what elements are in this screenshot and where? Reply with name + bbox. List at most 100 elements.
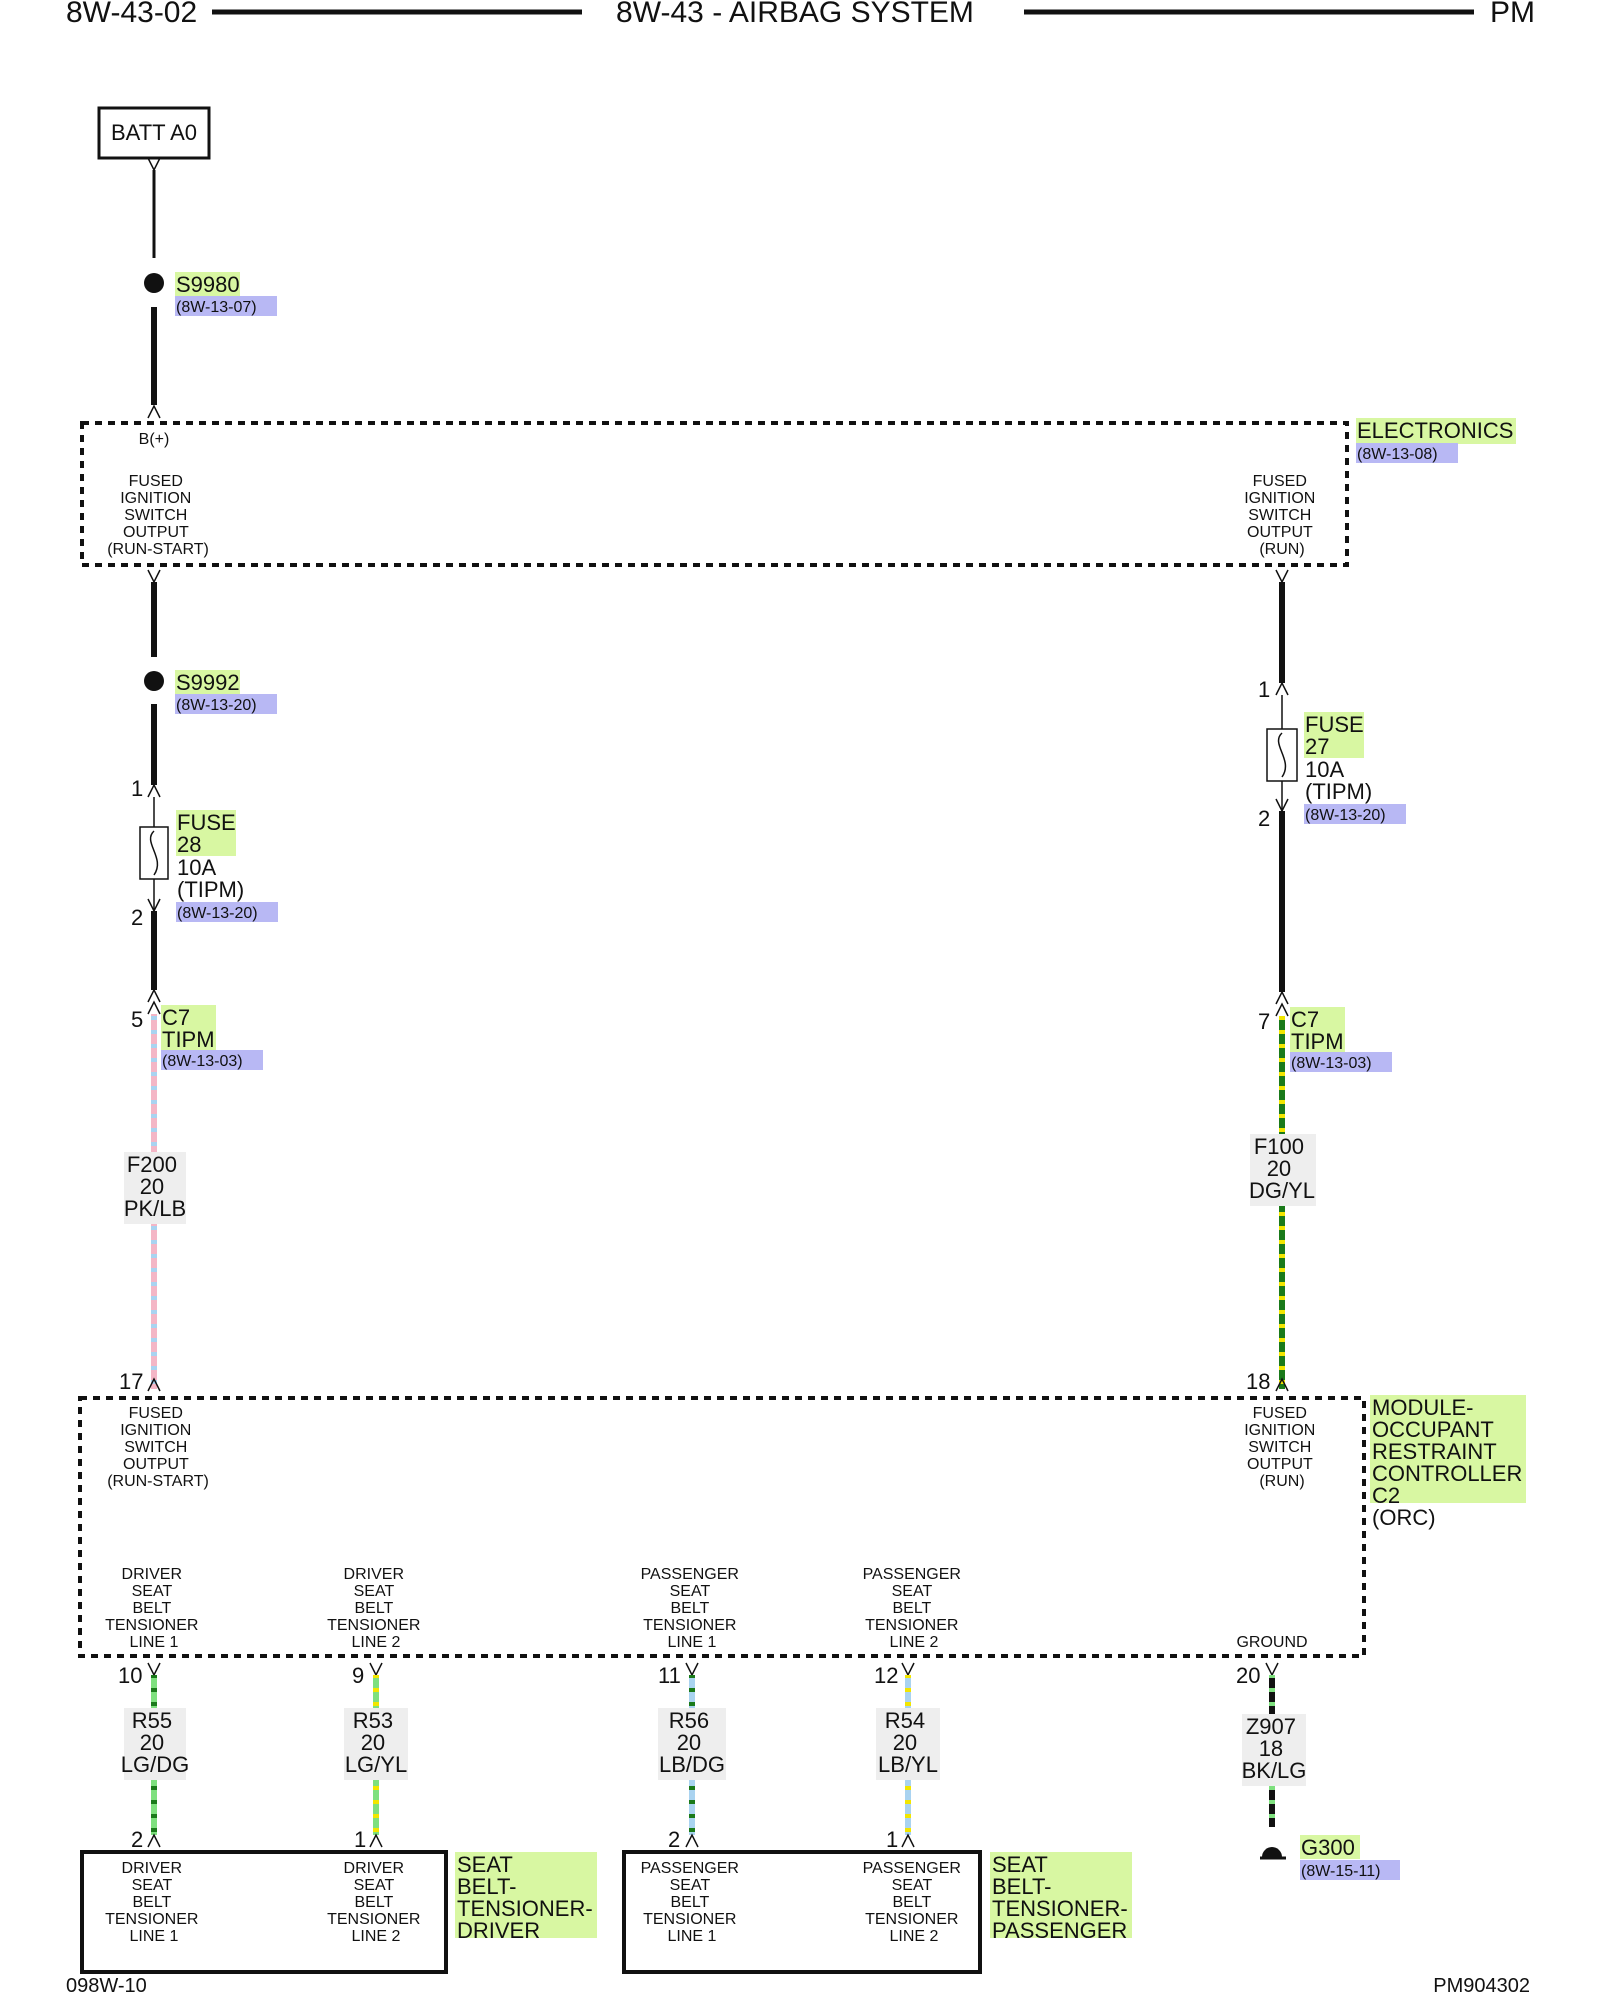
electronics-right-output: FUSED IGNITION SWITCH OUTPUT (RUN) [1244, 473, 1320, 558]
ground-g300: G300 (8W-15-11) [1260, 1835, 1400, 1880]
wire-label-r55-bg [124, 1708, 186, 1780]
connector-symbol [1275, 990, 1289, 1005]
connector-symbol [147, 988, 161, 1003]
ground-symbol-dome [1262, 1847, 1282, 1857]
ground-id: G300 [1301, 1835, 1355, 1860]
splice-s9992-id: S9992 [176, 670, 240, 695]
orc-name-highlight [1370, 1395, 1526, 1503]
page-header: 8W-43-02 8W-43 - AIRBAG SYSTEM PM [66, 0, 1535, 29]
orc-module: MODULE- OCCUPANT RESTRAINT CONTROLLER C2… [78, 1395, 1528, 1658]
header-right-code: PM [1490, 0, 1535, 29]
wire-label-r54-bg [876, 1708, 940, 1780]
c7-right-ref-highlight [1290, 1052, 1392, 1072]
electronics-left-output: FUSED IGNITION SWITCH OUTPUT (RUN-START) [107, 473, 209, 558]
passenger-pin-a: 2 [668, 1827, 680, 1852]
passenger-pin-b: 1 [886, 1827, 898, 1852]
fuse28-name: FUSE 28 [177, 810, 242, 857]
connector-symbol [369, 1833, 383, 1848]
fuse27-pin-in: 1 [1258, 677, 1270, 702]
fuse28-ref: (8W-13-20) [177, 905, 258, 922]
splice-id: S9980 [176, 272, 240, 297]
connector-symbol [901, 1833, 915, 1848]
fuse27-location: (TIPM) [1305, 779, 1372, 804]
wire-label-z907-bg [1242, 1714, 1306, 1786]
c7-right-ref: (8W-13-03) [1291, 1055, 1372, 1072]
orc-name: MODULE- OCCUPANT RESTRAINT CONTROLLER C2 [1372, 1395, 1528, 1508]
orc-pin-12: 12 [874, 1663, 898, 1688]
output-wire-r54: 12 R54 20 LB/YL [874, 1662, 940, 1835]
tensioner-driver: 2 1 DRIVER SEAT BELT TENSIONER LINE 1 DR… [80, 1827, 599, 1974]
splice-s9992-dot [144, 671, 164, 691]
splice-s9992-ref-highlight [175, 694, 277, 714]
fuse28-pin-in: 1 [131, 776, 143, 801]
right-branch: 1 2 FUSE 27 10A (TIPM) (8W-13-20) 7 C7 T… [1246, 569, 1406, 1394]
fuse27-ref: (8W-13-20) [1305, 807, 1386, 824]
connector-symbol [1275, 569, 1289, 584]
passenger-tensioner-line2-label: PASSENGER SEAT BELT TENSIONER LINE 2 [863, 1860, 966, 1945]
footer-drawing-id: PM904302 [1433, 1975, 1530, 1997]
passenger-tensioner-box [622, 1850, 982, 1974]
fuse28-location: (TIPM) [177, 877, 244, 902]
ground-id-highlight [1300, 1835, 1360, 1859]
orc-input-left: FUSED IGNITION SWITCH OUTPUT (RUN-START) [107, 1405, 209, 1490]
wire-label-z907: Z907 18 BK/LG [1242, 1714, 1307, 1783]
splice-ref: (8W-13-07) [176, 299, 257, 316]
driver-tensioner-line2-label: DRIVER SEAT BELT TENSIONER LINE 2 [327, 1860, 425, 1945]
orc-pin-11: 11 [658, 1663, 681, 1688]
wire-label-r54: R54 20 LB/YL [878, 1708, 938, 1777]
connector-symbol [147, 783, 161, 798]
header-page-code: 8W-43-02 [66, 0, 197, 29]
c7-left-pin: 5 [131, 1007, 143, 1032]
electronics-border [80, 421, 1349, 567]
passenger-tensioner-name: SEAT BELT- TENSIONER- PASSENGER [992, 1852, 1134, 1943]
header-title: 8W-43 - AIRBAG SYSTEM [616, 0, 974, 29]
connector-symbol [1265, 1662, 1279, 1677]
connector-symbol [147, 1000, 161, 1015]
splice-s9992-ref: (8W-13-20) [176, 697, 257, 714]
orc-pin-20: 20 [1236, 1663, 1260, 1688]
orc-output-driver-line2: DRIVER SEAT BELT TENSIONER LINE 2 [327, 1566, 425, 1651]
orc-output-driver-line1: DRIVER SEAT BELT TENSIONER LINE 1 [105, 1566, 203, 1651]
connector-symbol [1275, 681, 1289, 696]
b-plus-label: B(+) [139, 431, 170, 448]
connector-symbol [1275, 1002, 1289, 1017]
driver-tensioner-name: SEAT BELT- TENSIONER- DRIVER [457, 1852, 599, 1943]
splice-dot [144, 273, 164, 293]
connector-symbol [147, 1662, 161, 1677]
wire-label-f200-bg [124, 1152, 186, 1224]
electronics-name-highlight [1356, 418, 1516, 444]
wire-label-r53-bg [344, 1708, 408, 1780]
splice-ref-highlight [175, 296, 277, 316]
orc-pin-9: 9 [352, 1663, 364, 1688]
connector-symbol [685, 1833, 699, 1848]
tensioner-passenger: 2 1 PASSENGER SEAT BELT TENSIONER LINE 1… [622, 1827, 1134, 1974]
fuse28-element [149, 830, 159, 876]
c7-left-name-highlight [161, 1005, 216, 1051]
orc-output-ground: GROUND [1236, 1634, 1307, 1651]
electronics-module: B(+) FUSED IGNITION SWITCH OUTPUT (RUN-S… [80, 418, 1516, 567]
orc-abbr: (ORC) [1372, 1505, 1436, 1530]
fuse27-pin-out: 2 [1258, 806, 1270, 831]
splice-s9980: S9980 (8W-13-07) [144, 272, 277, 419]
c7-right-pin: 7 [1258, 1009, 1270, 1034]
connector-symbol [901, 1662, 915, 1677]
orc-border [78, 1396, 1366, 1658]
orc-output-passenger-line2: PASSENGER SEAT BELT TENSIONER LINE 2 [863, 1566, 966, 1651]
battery-label: BATT A0 [111, 120, 197, 145]
wire-label-r55: R55 20 LG/DG [121, 1708, 189, 1777]
connector-symbol [147, 1833, 161, 1848]
orc-pin-17: 17 [119, 1369, 143, 1394]
connector-symbol [147, 404, 161, 419]
fuse27-ref-highlight [1304, 804, 1406, 824]
electronics-name: ELECTRONICS [1357, 418, 1513, 443]
fuse28-rating: 10A [177, 855, 216, 880]
orc-input-right: FUSED IGNITION SWITCH OUTPUT (RUN) [1244, 1405, 1320, 1490]
ground-ref-highlight [1300, 1860, 1400, 1880]
electronics-ref-highlight [1356, 443, 1458, 463]
battery-connector-symbol [147, 157, 161, 172]
wire-label-f100-bg [1250, 1134, 1316, 1206]
left-branch: S9992 (8W-13-20) 1 2 FUSE 28 10A (TIPM) … [119, 569, 278, 1394]
fuse27-rating: 10A [1305, 757, 1344, 782]
passenger-tensioner-name-highlight [990, 1852, 1132, 1938]
output-wire-r55: 10 R55 20 LG/DG [118, 1662, 189, 1835]
